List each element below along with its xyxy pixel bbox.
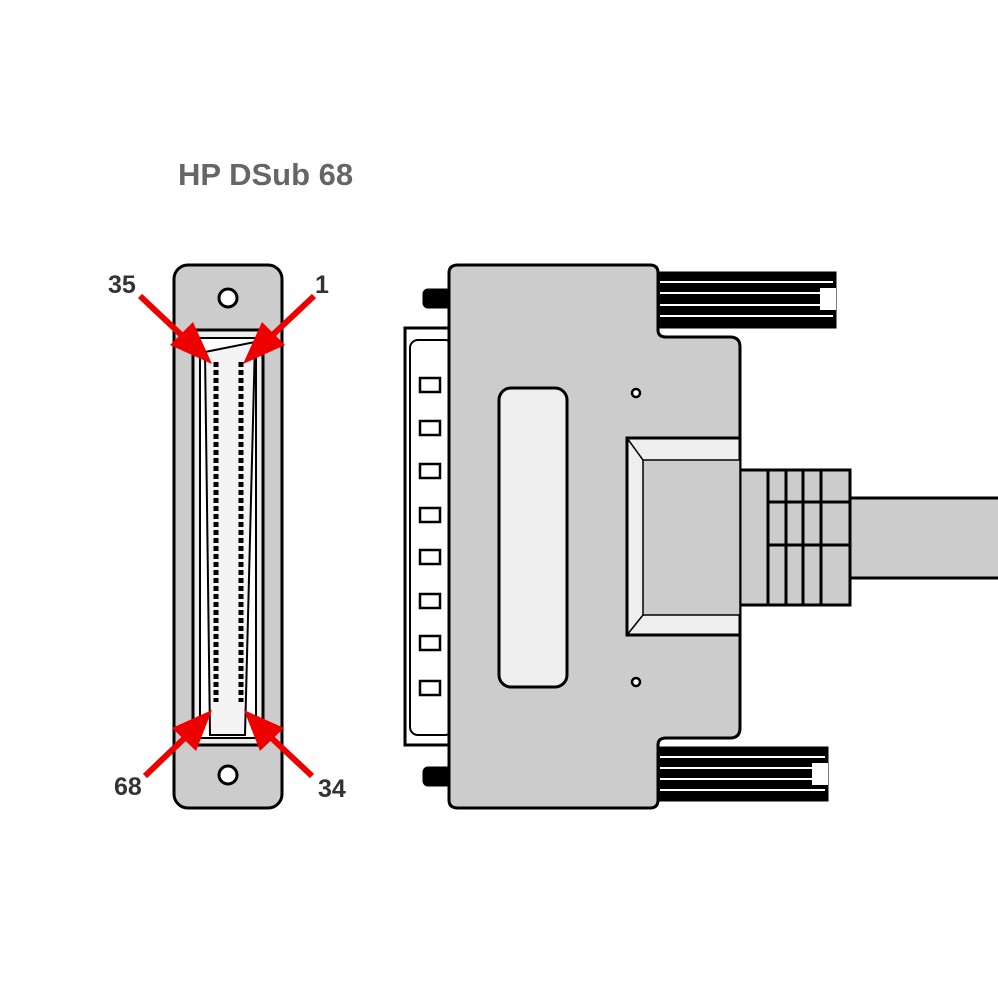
- pin-label-35: 35: [108, 271, 136, 299]
- pin-label-68: 68: [114, 773, 142, 801]
- connector-front-view: [172, 263, 284, 810]
- top-latch: [653, 271, 837, 329]
- pin-arrows: [137, 293, 317, 779]
- pin-label-34: 34: [318, 775, 346, 803]
- bottom-latch: [653, 746, 829, 802]
- connector-side-view: [403, 263, 998, 810]
- pin-label-1: 1: [315, 271, 329, 299]
- cable-boot: [738, 468, 852, 607]
- diagram-title: HP DSub 68: [178, 157, 353, 192]
